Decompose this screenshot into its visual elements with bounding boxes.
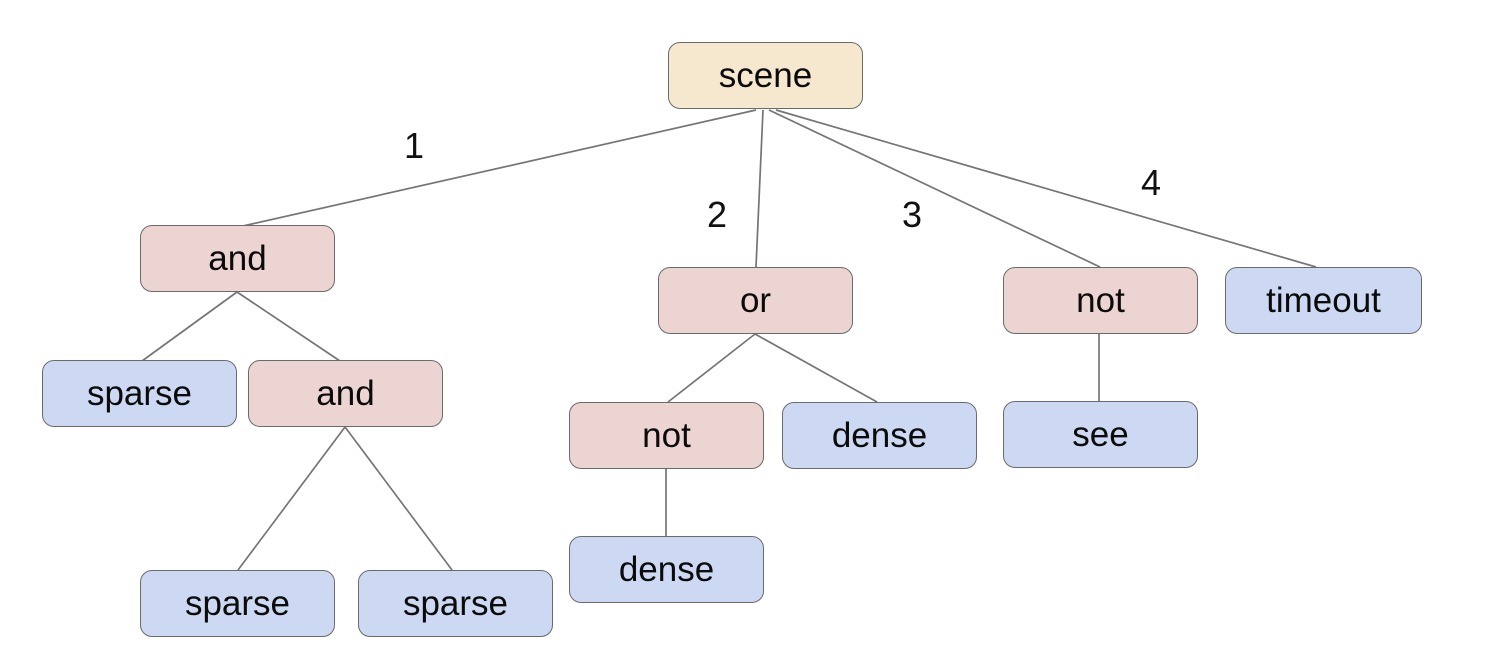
node-sparse-2: sparse: [140, 570, 335, 637]
edge-and-and: [236, 291, 341, 362]
edge-scene-timeout: [775, 109, 1317, 268]
edge-label-1: 1: [403, 125, 425, 166]
edge-label-3: 3: [901, 194, 923, 235]
edge-and2-sparse: [237, 426, 346, 571]
node-dense-1: dense: [782, 402, 977, 469]
node-or: or: [658, 267, 853, 334]
edge-or-not: [667, 333, 756, 403]
edge-label-2: 2: [706, 194, 728, 235]
edge-and-sparse: [141, 291, 238, 362]
node-sparse-3: sparse: [358, 570, 553, 637]
node-dense-2: dense: [569, 536, 764, 603]
edge-label-4: 4: [1140, 162, 1162, 203]
edge-or-dense: [754, 333, 878, 403]
node-scene: scene: [668, 42, 863, 109]
edge-scene-not: [768, 109, 1101, 268]
node-see: see: [1003, 401, 1198, 468]
node-not-1: not: [1003, 267, 1198, 334]
node-not-2: not: [569, 402, 764, 469]
node-timeout: timeout: [1225, 267, 1422, 334]
node-and-2: and: [248, 360, 443, 427]
edge-and2-sparse2: [344, 426, 453, 571]
node-sparse-1: sparse: [42, 360, 237, 427]
edge-scene-or: [755, 109, 764, 268]
node-and-1: and: [140, 225, 335, 292]
edge-scene-and: [242, 109, 757, 227]
